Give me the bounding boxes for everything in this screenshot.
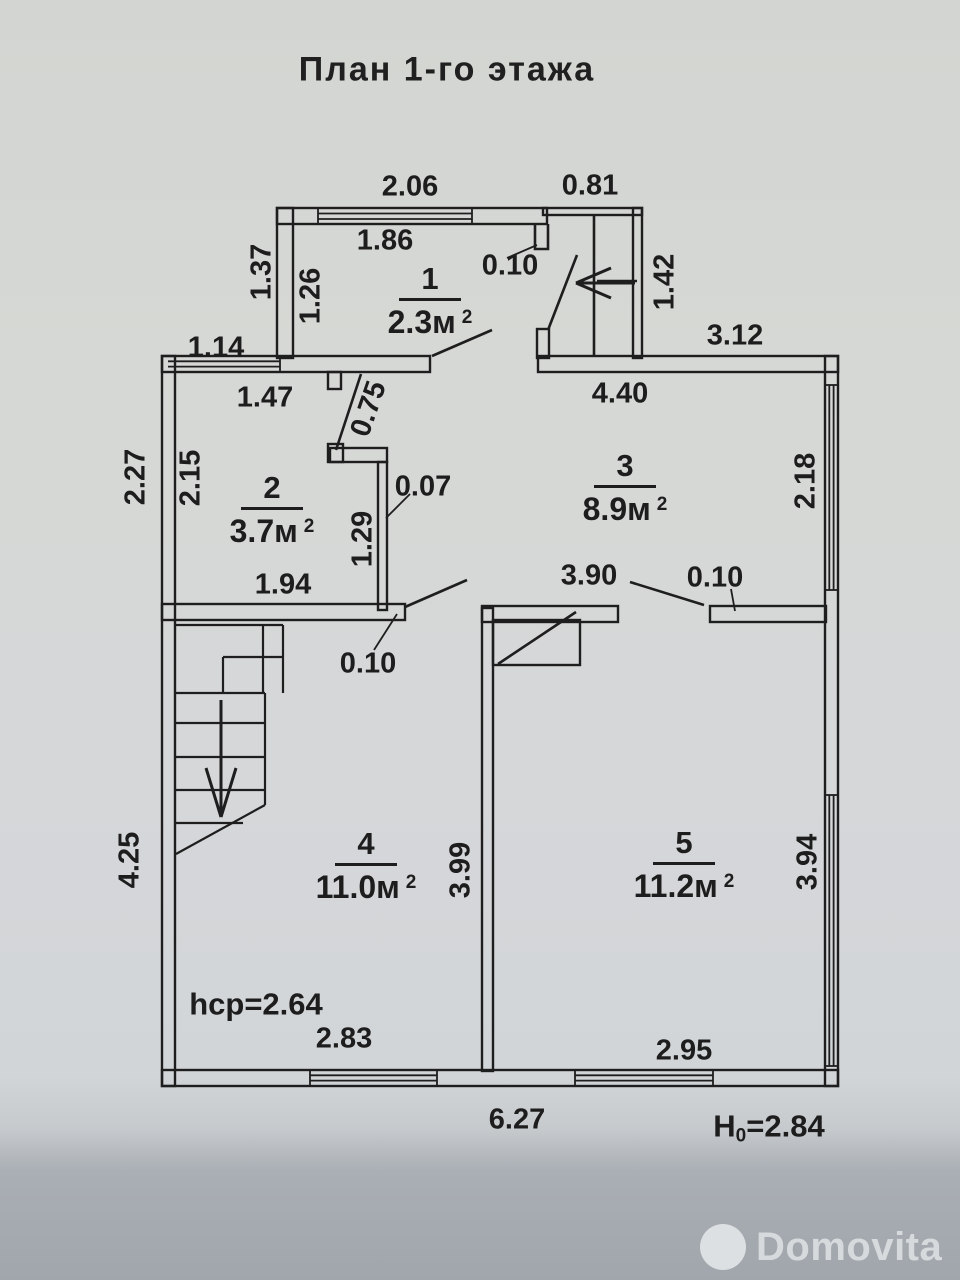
dimension-label: 1.14 [187,331,245,364]
wall-details [334,214,637,666]
walls [160,206,840,1088]
height-subscript: 0 [735,1125,747,1147]
ceiling-height-note: H0=2.84 [713,1111,824,1146]
room-area-value: 11.2м [633,868,718,904]
door-swings [404,254,705,609]
dimension-label: 3.99 [444,841,477,899]
dimension-label: 0.10 [339,647,397,680]
room-label-divider [399,298,461,301]
dimension-label: 0.10 [686,561,744,594]
dimension-label: 1.29 [346,510,379,568]
dimension-label: 1.94 [254,568,312,601]
room-area-sup: 2 [303,516,315,537]
room-label-divider [653,862,715,865]
dimension-label: 2.83 [315,1022,373,1055]
dimension-label: 1.86 [356,224,414,257]
dimension-label: 0.10 [481,249,539,282]
stairs-down-arrow-icon [204,700,238,818]
dimension-label: 2.18 [789,452,822,510]
room-number: 3 [616,448,634,483]
dimension-label: 2.27 [119,448,152,506]
room-area-sup: 2 [723,871,735,892]
dimension-label: 3.12 [706,319,764,352]
room-number: 1 [421,261,439,296]
average-height-note: hср=2.64 [189,986,323,1022]
page-title: План 1-го этажа [298,50,596,89]
dimension-label: 1.37 [245,243,278,301]
room-area-value: 3.7м [229,513,298,549]
dimension-label: 2.06 [381,170,439,203]
watermark-brand-text: Domovita [756,1224,943,1269]
room-area-value: 8.9м [582,491,651,527]
room-area-sup: 2 [656,494,668,515]
dimension-label: 1.26 [294,267,327,325]
dimension-label: 3.94 [791,833,824,891]
height-symbol: H [713,1108,736,1144]
domovita-watermark: Domovita [700,1222,942,1272]
dimension-label: 3.90 [560,559,618,592]
room-number: 5 [675,825,693,860]
entry-arrow-icon [575,266,635,300]
dimension-label: 6.27 [488,1103,546,1136]
dimension-label: 0.81 [561,169,619,202]
room-number: 2 [263,470,281,505]
room-label-divider [594,485,656,488]
room-area-sup: 2 [461,307,473,328]
leader-lines [373,244,736,651]
dimension-label: 0.07 [394,470,452,503]
room-area-sup: 2 [405,872,417,893]
room-area-value: 2.3м [387,304,456,340]
dimension-label: 2.95 [655,1034,713,1067]
height-value: =2.84 [746,1108,825,1144]
staircase [174,623,285,855]
dimension-label: 1.42 [648,253,681,311]
dimension-label: 1.47 [236,381,294,414]
dimension-label: 4.40 [591,377,649,410]
domovita-logo-icon [700,1224,746,1270]
room-label-divider [335,863,397,866]
room-area-value: 11.0м [315,869,400,905]
dimension-label: 4.25 [113,831,146,889]
room-label-divider [241,507,303,510]
room-number: 4 [357,826,375,861]
windows [168,208,838,1086]
